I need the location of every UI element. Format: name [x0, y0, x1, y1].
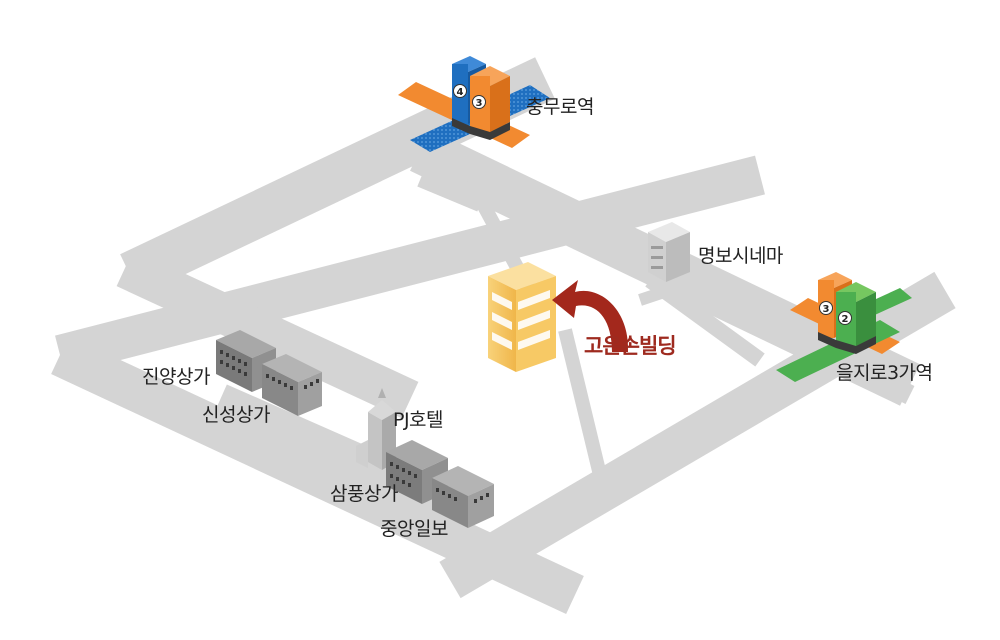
- line3-badge-text: 3: [476, 98, 483, 109]
- line2-badge-euljiro-text: 2: [842, 314, 849, 325]
- label-sinseong: 신성상가: [202, 404, 270, 426]
- label-euljiro-station: 을지로3가역: [836, 362, 933, 384]
- line3-badge-euljiro: [819, 301, 833, 315]
- label-target-building: 고은손빌딩: [584, 334, 677, 358]
- euljiro-station-towers: 3 2: [818, 272, 876, 354]
- lane-myeongbo-2: [638, 274, 702, 306]
- label-myeongbo: 명보시네마: [698, 245, 783, 267]
- label-chungmuro-station: 충무로역: [526, 96, 594, 118]
- target-arrow: [552, 280, 629, 352]
- label-joongang: 중앙일보: [380, 518, 448, 540]
- line2-badge-euljiro: [838, 311, 852, 325]
- sinseong-building: [262, 354, 322, 416]
- chungmuro-station-towers: 4 3: [452, 56, 510, 140]
- label-sampung: 삼풍상가: [330, 483, 398, 505]
- line3-badge-euljiro-text: 3: [823, 304, 830, 315]
- label-pjhotel: PJ호텔: [393, 409, 444, 431]
- lane-top-left: [417, 173, 483, 212]
- joongang-building: [432, 466, 494, 528]
- road-middle-diagonal: [55, 155, 765, 375]
- myeongbo-building: [648, 222, 690, 282]
- lane-center-bottom: [558, 328, 607, 477]
- line3-badge: [472, 95, 486, 109]
- label-jinyang: 진양상가: [142, 366, 210, 388]
- road-left-vertical: [116, 249, 419, 419]
- roads: [51, 57, 956, 615]
- line4-badge-text: 4: [457, 87, 464, 98]
- line4-badge: [453, 84, 467, 98]
- road-right-stub: [875, 371, 915, 404]
- target-building: [488, 262, 556, 372]
